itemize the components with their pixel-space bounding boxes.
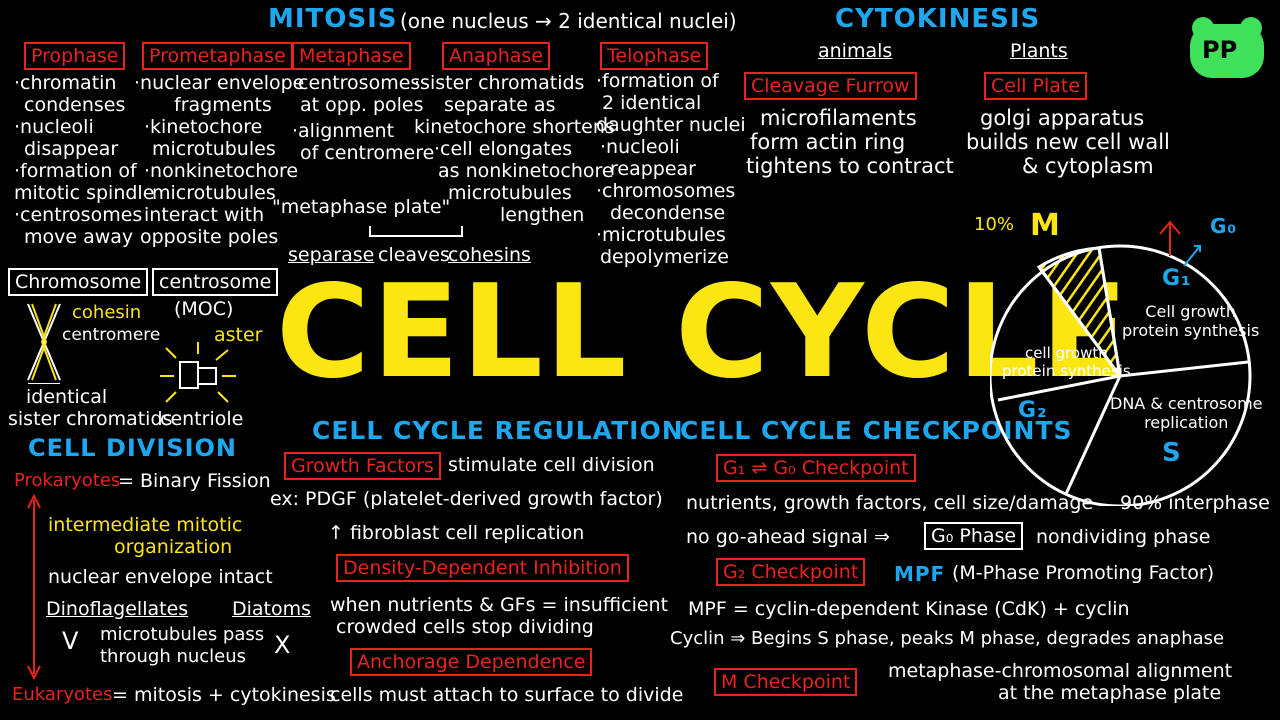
anchorage-text: cells must attach to surface to divide: [330, 684, 684, 706]
aster-label: aster: [214, 324, 263, 346]
s-label: S: [1162, 438, 1182, 468]
g1-text: Cell growth protein synthesis: [1122, 302, 1260, 340]
interphase-percent: 90% interphase: [1120, 492, 1270, 514]
eukaryotes-label: Eukaryotes: [12, 684, 113, 705]
cyclin-text: Cyclin ⇒ Begins S phase, peaks M phase, …: [670, 628, 1225, 649]
animals-notes: microfilaments form actin ring tightens …: [746, 106, 954, 178]
centrosome-box: centrosome: [152, 268, 279, 296]
phase-metaphase: Metaphase: [292, 42, 411, 70]
g1-label: G₁: [1162, 266, 1192, 291]
mitosis-note: (one nucleus → 2 identical nuclei): [400, 9, 737, 33]
m-percent-label: 10%: [974, 214, 1015, 235]
g2-text: cell growth protein synthesis: [1002, 344, 1131, 380]
frog-logo-icon: [1190, 17, 1264, 78]
s-text: DNA & centrosome replication: [1110, 394, 1263, 432]
moc-label: (MOC): [174, 298, 234, 320]
density-box: Density-Dependent Inhibition: [336, 554, 629, 582]
phase-telophase: Telophase: [600, 42, 709, 70]
nuclear-envelope-intact: nuclear envelope intact: [48, 566, 273, 588]
plants-notes: golgi apparatus builds new cell wall & c…: [966, 106, 1170, 178]
sister-chromatids-label: identical sister chromatids: [8, 386, 173, 430]
m-checkpoint-notes: metaphase-chromosomal alignment at the m…: [888, 660, 1233, 704]
phase-prophase: Prophase: [24, 42, 126, 70]
centriole-label: centriole: [160, 408, 244, 430]
phase-prometaphase: Prometaphase: [142, 42, 293, 70]
growth-factors-text: stimulate cell division: [448, 454, 655, 476]
no-go-ahead: no go-ahead signal ⇒: [686, 526, 890, 548]
mitosis-plus-cytokinesis: = mitosis + cytokinesis: [112, 684, 336, 706]
g0-label: G₀: [1210, 214, 1238, 238]
phase-anaphase: Anaphase: [442, 42, 551, 70]
cleavage-furrow-box: Cleavage Furrow: [744, 72, 917, 100]
nondividing-text: nondividing phase: [1036, 526, 1211, 548]
chromosome-icon: [27, 303, 61, 384]
cytokinesis-title: CYTOKINESIS: [835, 4, 1041, 34]
intermediate-mitotic-label: intermediate mitotic organization: [48, 514, 243, 558]
evolution-arrow-icon: [27, 494, 41, 681]
mpf-label: MPF: [894, 562, 946, 586]
microtubules-pass-label: microtubules pass through nucleus: [100, 624, 265, 667]
logo: PP: [1188, 14, 1266, 80]
growth-factors-box: Growth Factors: [284, 452, 441, 480]
cell-cycle-pie-icon: [990, 244, 1252, 506]
separase-bracket-icon: [369, 226, 463, 237]
g1-checkpoint-text: nutrients, growth factors, cell size/dam…: [686, 492, 1094, 514]
cell-division-title: CELL DIVISION: [28, 434, 238, 462]
plants-heading: Plants: [1010, 40, 1068, 62]
diatoms-label: Diatoms: [232, 598, 312, 620]
mitosis-title: MITOSIS: [268, 4, 398, 34]
centriole-icon: [160, 342, 236, 403]
fibroblast-text: ↑ fibroblast cell replication: [328, 522, 585, 544]
cleaves-label: cleaves: [378, 244, 450, 266]
cohesins-label: cohesins: [448, 244, 531, 266]
prokaryotes-label: Prokaryotes: [14, 470, 121, 491]
g0-arrow-icon: [1159, 220, 1201, 267]
cohesin-label: cohesin: [72, 302, 142, 323]
metaphase-plate: "metaphase plate": [272, 196, 451, 218]
centromere-label: centromere: [62, 325, 161, 345]
chromosome-box: Chromosome: [8, 268, 149, 296]
logo-text: PP: [1202, 36, 1238, 64]
binary-fission-label: = Binary Fission: [118, 470, 271, 492]
m-checkpoint-box: M Checkpoint: [714, 668, 858, 696]
g0-phase-box: G₀ Phase: [924, 522, 1024, 550]
anchorage-box: Anchorage Dependence: [350, 648, 593, 676]
density-notes: when nutrients & GFs = insufficient crow…: [330, 594, 669, 638]
m-label: M: [1030, 208, 1060, 243]
cell-cycle-title: CELL CYCLE: [276, 258, 1131, 407]
cross-mark: X: [274, 631, 291, 659]
separase-label: separase: [288, 244, 375, 266]
pdgf-example: ex: PDGF (platelet-derived growth factor…: [270, 488, 663, 510]
check-mark: V: [62, 627, 79, 655]
dinoflagellates-label: Dinoflagellates: [46, 598, 189, 620]
cell-plate-box: Cell Plate: [984, 72, 1088, 100]
mpf-full: (M-Phase Promoting Factor): [952, 562, 1215, 584]
regulation-title: CELL CYCLE REGULATION: [312, 416, 684, 445]
g1-checkpoint-box: G₁ ⇌ G₀ Checkpoint: [716, 454, 916, 482]
animals-heading: animals: [818, 40, 893, 62]
mpf-equation: MPF = cyclin-dependent Kinase (CdK) + cy…: [688, 598, 1130, 620]
g2-label: G₂: [1018, 398, 1048, 423]
g2-checkpoint-box: G₂ Checkpoint: [716, 558, 866, 586]
